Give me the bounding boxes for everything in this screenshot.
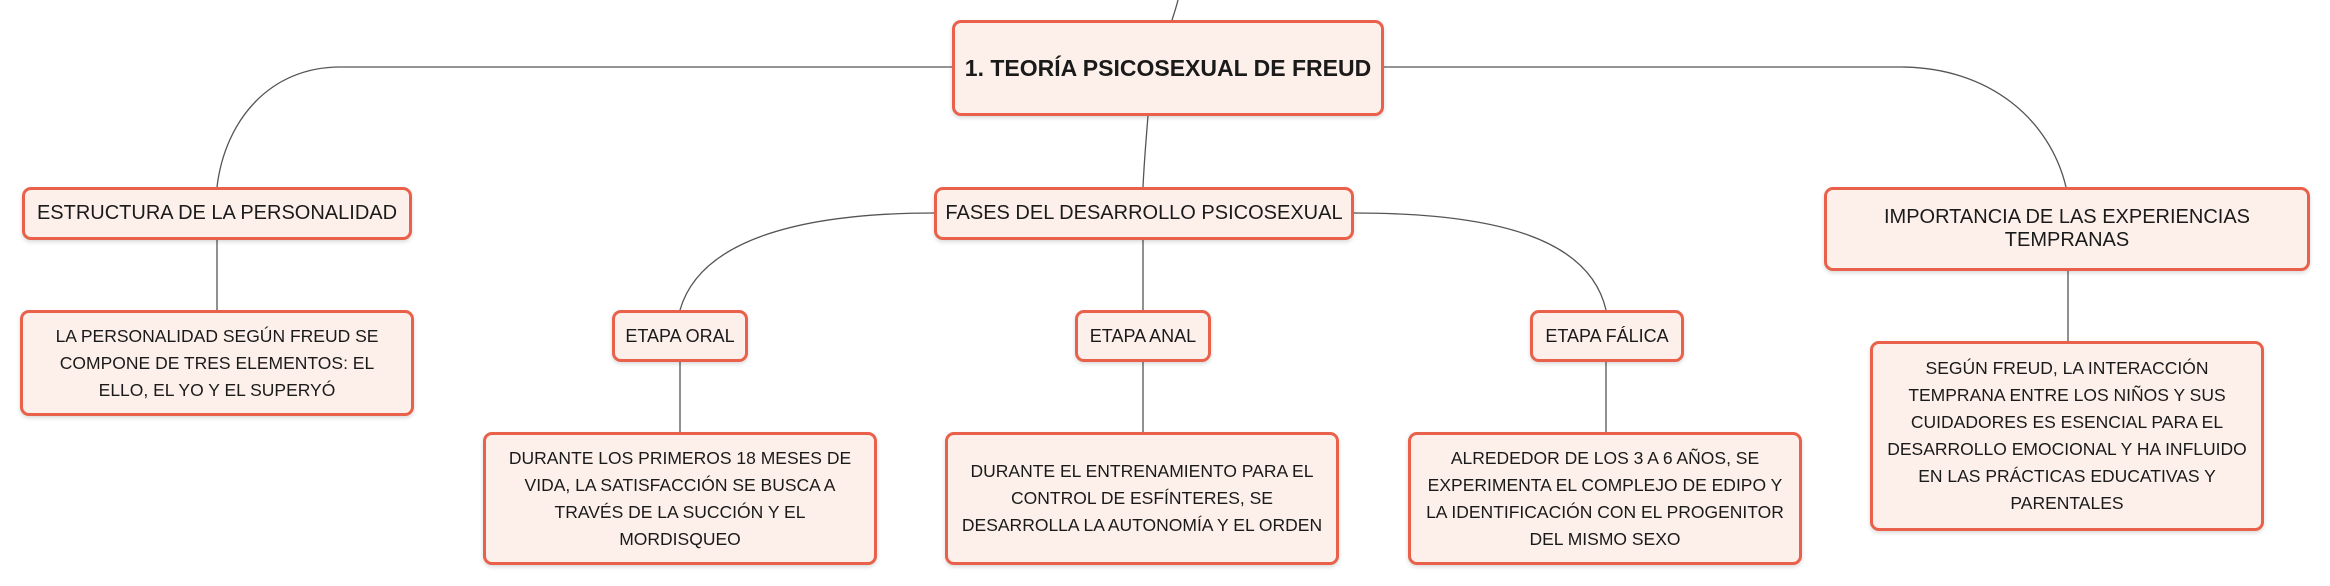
detail-structure-text: LA PERSONALIDAD SEGÚN FREUD SE COMPONE D… [55, 325, 379, 400]
stage-oral[interactable]: ETAPA ORAL [612, 310, 748, 362]
stage-falica-label: ETAPA FÁLICA [1545, 325, 1669, 346]
detail-structure[interactable]: LA PERSONALIDAD SEGÚN FREUD SE COMPONE D… [20, 310, 414, 416]
topic-structure[interactable]: ESTRUCTURA DE LA PERSONALIDAD [22, 187, 412, 240]
connector-root-experiences [1384, 66, 2067, 188]
topic-phases[interactable]: FASES DEL DESARROLLO PSICOSEXUAL [934, 187, 1354, 240]
detail-experiences[interactable]: SEGÚN FREUD, LA INTERACCIÓN TEMPRANA ENT… [1870, 341, 2264, 531]
detail-oral[interactable]: DURANTE LOS PRIMEROS 18 MESES DE VIDA, L… [483, 432, 877, 565]
detail-falica-text: ALREDEDOR DE LOS 3 A 6 AÑOS, SE EXPERIME… [1426, 447, 1784, 549]
topic-phases-label: FASES DEL DESARROLLO PSICOSEXUAL [945, 202, 1343, 224]
stage-anal[interactable]: ETAPA ANAL [1075, 310, 1211, 362]
detail-anal[interactable]: DURANTE EL ENTRENAMIENTO PARA EL CONTROL… [945, 432, 1339, 565]
detail-anal-text: DURANTE EL ENTRENAMIENTO PARA EL CONTROL… [961, 461, 1323, 535]
detail-falica[interactable]: ALREDEDOR DE LOS 3 A 6 AÑOS, SE EXPERIME… [1408, 432, 1802, 565]
stage-falica[interactable]: ETAPA FÁLICA [1530, 310, 1684, 362]
root-topic[interactable]: 1. TEORÍA PSICOSEXUAL DE FREUD [952, 20, 1384, 116]
stage-oral-label: ETAPA ORAL [625, 325, 735, 346]
topic-experiences-label: IMPORTANCIA DE LAS EXPERIENCIAS TEMPRANA… [1883, 206, 2251, 251]
root-topic-label: 1. TEORÍA PSICOSEXUAL DE FREUD [964, 54, 1372, 81]
connector-root-parent [1171, 0, 1179, 21]
connector-root-phases [1142, 115, 1149, 188]
connector-root-structure [216, 66, 952, 188]
detail-oral-text: DURANTE LOS PRIMEROS 18 MESES DE VIDA, L… [508, 447, 852, 549]
connector-phases-falica [1353, 212, 1607, 311]
topic-experiences[interactable]: IMPORTANCIA DE LAS EXPERIENCIAS TEMPRANA… [1824, 187, 2310, 271]
detail-experiences-text: SEGÚN FREUD, LA INTERACCIÓN TEMPRANA ENT… [1887, 358, 2247, 513]
topic-structure-label: ESTRUCTURA DE LA PERSONALIDAD [36, 202, 398, 224]
stage-anal-label: ETAPA ANAL [1089, 325, 1197, 346]
connector-phases-oral [679, 212, 935, 311]
